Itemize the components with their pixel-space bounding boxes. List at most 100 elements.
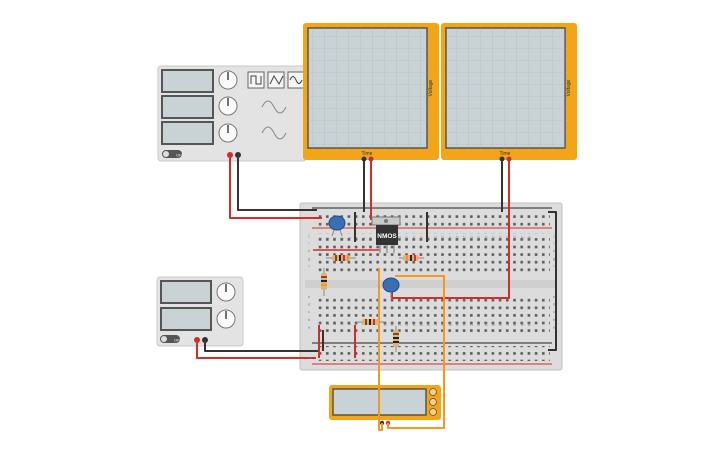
column-number-label: 10 bbox=[383, 322, 387, 326]
column-number-label: 30 bbox=[527, 322, 531, 326]
freq-display bbox=[161, 69, 214, 93]
scope-x-label: Time bbox=[362, 151, 373, 157]
multimeter[interactable] bbox=[329, 385, 441, 426]
nmos-transistor[interactable]: NMOS bbox=[371, 216, 401, 253]
column-number-label: 16 bbox=[426, 236, 430, 240]
column-number-label: 28 bbox=[513, 236, 517, 240]
column-number-label: 6 bbox=[354, 323, 358, 325]
column-number-label: 14 bbox=[412, 236, 416, 240]
column-number-label: 18 bbox=[441, 322, 445, 326]
resistor[interactable] bbox=[321, 268, 327, 296]
power-switch-label: OFF bbox=[174, 338, 183, 343]
column-number-label: 8 bbox=[369, 237, 373, 239]
column-number-label: 30 bbox=[527, 236, 531, 240]
offset-display bbox=[161, 121, 214, 145]
scope-positive-probe[interactable] bbox=[506, 156, 512, 162]
row-letter-label: e bbox=[553, 295, 555, 299]
row-letter-label: b bbox=[553, 318, 555, 322]
lower-terminal-holes[interactable] bbox=[315, 294, 550, 334]
negative-terminal[interactable] bbox=[235, 152, 241, 158]
transistor-label: NMOS bbox=[377, 233, 397, 240]
negative-terminal[interactable] bbox=[202, 337, 208, 343]
column-number-label: 15 bbox=[419, 322, 423, 326]
mode-volts-button[interactable] bbox=[429, 398, 437, 406]
row-letter-label: c bbox=[553, 310, 555, 314]
column-number-label: 4 bbox=[340, 237, 344, 239]
resistor[interactable] bbox=[356, 319, 385, 325]
power-switch-label: OFF bbox=[176, 153, 185, 158]
column-number-label: 12 bbox=[397, 322, 401, 326]
capacitor[interactable] bbox=[328, 215, 346, 237]
column-number-label: 18 bbox=[441, 236, 445, 240]
row-letter-label: j bbox=[553, 234, 555, 238]
row-letter-label: d bbox=[308, 303, 310, 307]
mode-amps-button[interactable] bbox=[429, 388, 437, 396]
row-letter-label: f bbox=[309, 264, 310, 268]
sine-preview-icon bbox=[261, 100, 287, 114]
column-number-label: 7 bbox=[361, 237, 365, 239]
column-number-label: 5 bbox=[347, 323, 351, 325]
column-number-label: 19 bbox=[448, 322, 452, 326]
column-number-label: 25 bbox=[491, 236, 495, 240]
column-number-label: 24 bbox=[484, 322, 488, 326]
scope-x-label: Time bbox=[500, 151, 511, 157]
column-number-label: 3 bbox=[333, 323, 337, 325]
row-letter-label: f bbox=[554, 264, 555, 268]
scope-negative-probe[interactable] bbox=[361, 156, 367, 162]
scope-negative-probe[interactable] bbox=[499, 156, 505, 162]
current-display bbox=[160, 307, 212, 331]
capacitor[interactable] bbox=[382, 277, 400, 298]
row-letter-label: g bbox=[553, 257, 555, 261]
column-number-label: 13 bbox=[405, 236, 409, 240]
resistor[interactable] bbox=[399, 255, 424, 261]
wires[interactable] bbox=[196, 158, 557, 431]
sine-wave-icon bbox=[289, 76, 303, 84]
column-number-label: 21 bbox=[462, 322, 466, 326]
row-letter-label: a bbox=[308, 325, 310, 329]
column-number-label: 27 bbox=[505, 236, 509, 240]
column-number-label: 13 bbox=[405, 322, 409, 326]
column-number-label: 12 bbox=[397, 236, 401, 240]
column-number-label: 2 bbox=[325, 237, 329, 239]
function-generator[interactable]: OFF bbox=[157, 65, 307, 162]
column-number-label: 24 bbox=[484, 236, 488, 240]
row-letter-label: h bbox=[308, 249, 310, 253]
column-number-label: 5 bbox=[347, 237, 351, 239]
positive-terminal[interactable] bbox=[194, 337, 200, 343]
breadboard-labels: 1122334455667788991010111112121313141415… bbox=[308, 234, 556, 329]
row-letter-label: e bbox=[308, 295, 310, 299]
amp-display bbox=[161, 95, 214, 119]
scope-right-signal-wire bbox=[391, 161, 510, 299]
column-number-label: 1 bbox=[318, 323, 322, 325]
column-number-label: 2 bbox=[325, 323, 329, 325]
multimeter-com-wire bbox=[378, 268, 383, 431]
column-number-label: 20 bbox=[455, 236, 459, 240]
fg-positive-wire bbox=[229, 158, 322, 219]
column-number-label: 1 bbox=[318, 237, 322, 239]
resistor[interactable] bbox=[393, 326, 399, 352]
square-wave-icon bbox=[250, 75, 262, 85]
scope-y-label: Voltage bbox=[428, 79, 434, 96]
row-letter-label: i bbox=[309, 242, 310, 246]
positive-terminal[interactable] bbox=[227, 152, 233, 158]
row-letter-label: i bbox=[554, 242, 555, 246]
resistor[interactable] bbox=[326, 255, 356, 261]
scope-positive-probe[interactable] bbox=[368, 156, 374, 162]
scope-y-label: Voltage bbox=[566, 79, 572, 96]
multimeter-positive-wire bbox=[387, 275, 445, 429]
column-number-label: 14 bbox=[412, 322, 416, 326]
bottom-rail-holes[interactable] bbox=[315, 346, 550, 361]
oscilloscope-right[interactable]: Time Voltage bbox=[441, 23, 577, 162]
dc-power-supply[interactable]: OFF bbox=[156, 276, 244, 347]
column-number-label: 19 bbox=[448, 236, 452, 240]
sine-preview-icon bbox=[261, 126, 287, 140]
column-number-label: 29 bbox=[520, 236, 524, 240]
center-divider bbox=[305, 280, 557, 288]
column-number-label: 17 bbox=[433, 236, 437, 240]
column-number-label: 11 bbox=[390, 322, 394, 326]
mode-ohms-button[interactable] bbox=[429, 408, 437, 416]
top-rail-holes[interactable] bbox=[315, 211, 550, 226]
oscilloscope-left[interactable]: Time Voltage bbox=[303, 23, 439, 162]
voltage-display bbox=[160, 280, 212, 304]
